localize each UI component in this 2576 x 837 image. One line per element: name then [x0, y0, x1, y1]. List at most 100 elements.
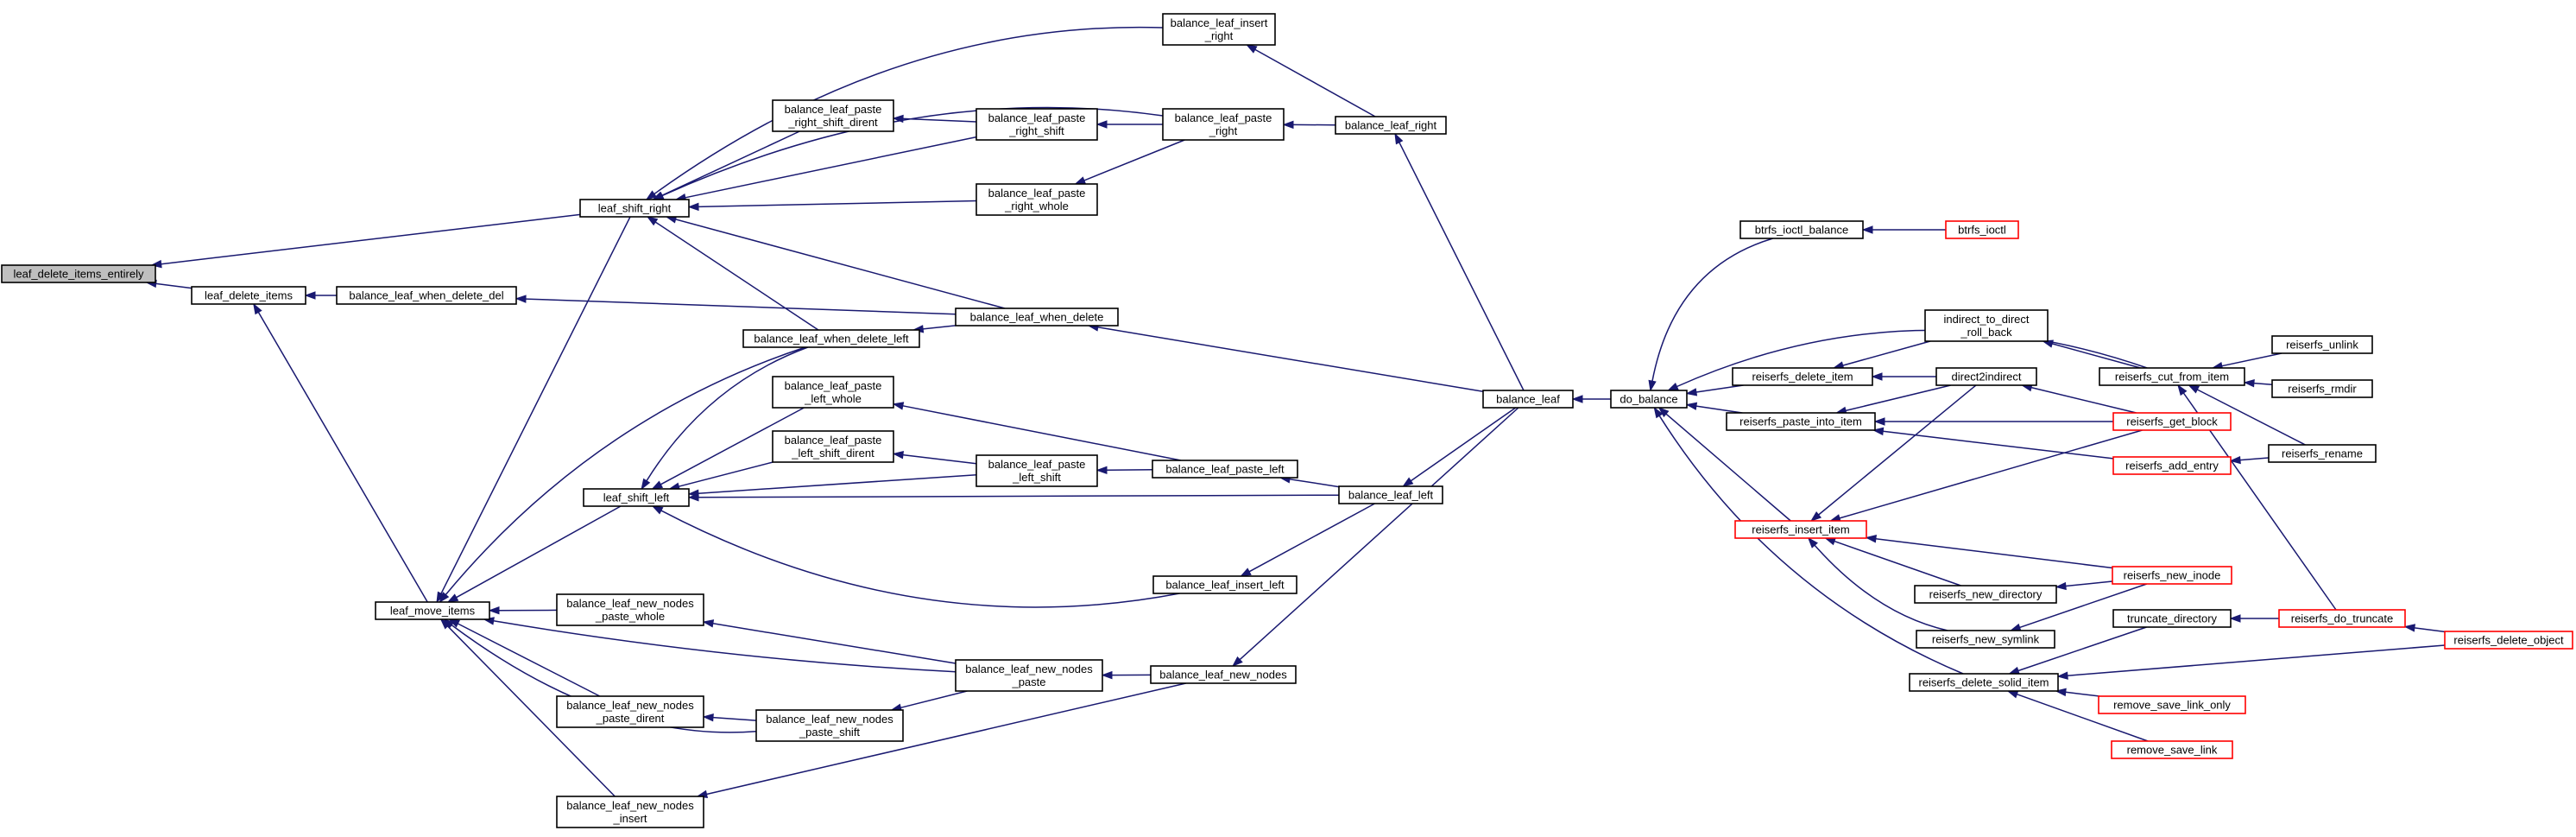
- node-label: _right: [1209, 124, 1238, 137]
- node-leaf-move-items[interactable]: leaf_move_items: [375, 601, 490, 620]
- call-edge-line: [698, 494, 1340, 498]
- arrowhead-icon: [2188, 384, 2200, 394]
- arrowhead-icon: [2229, 455, 2241, 465]
- node-balance-leaf-paste-left-shift-dirent[interactable]: balance_leaf_paste_left_shift_dirent: [772, 430, 894, 463]
- node-reiserfs-new-directory[interactable]: reiserfs_new_directory: [1914, 585, 2057, 604]
- node-label: reiserfs_add_entry: [2125, 460, 2219, 472]
- call-edge-reiserfs_do_truncate-to-truncate_directory: [2229, 614, 2279, 623]
- call-edge-balance_leaf_insert_right-to-leaf_shift_right: [645, 26, 1164, 200]
- node-box: [772, 430, 894, 463]
- node-balance-leaf-new-nodes-paste-dirent[interactable]: balance_leaf_new_nodes_paste_dirent: [556, 695, 704, 728]
- node-box: [2271, 379, 2373, 398]
- node-box: [1914, 585, 2057, 604]
- node-balance-leaf-paste-right-whole[interactable]: balance_leaf_paste_right_whole: [975, 183, 1098, 216]
- node-leaf-delete-items-entirely[interactable]: leaf_delete_items_entirely: [1, 264, 156, 283]
- arrowhead-icon: [253, 302, 262, 315]
- node-balance-leaf-new-nodes-insert[interactable]: balance_leaf_new_nodes_insert: [556, 796, 704, 828]
- arrowhead-icon: [702, 619, 715, 628]
- node-balance-leaf-left[interactable]: balance_leaf_left: [1338, 485, 1443, 504]
- node-reiserfs-insert-item[interactable]: reiserfs_insert_item: [1734, 520, 1867, 539]
- node-truncate-directory[interactable]: truncate_directory: [2112, 609, 2232, 628]
- arrowhead-icon: [1101, 670, 1113, 680]
- node-reiserfs-new-inode[interactable]: reiserfs_new_inode: [2112, 566, 2232, 585]
- arrowhead-icon: [892, 402, 905, 410]
- node-box: [1482, 390, 1574, 409]
- node-btrfs-ioctl-balance[interactable]: btrfs_ioctl_balance: [1739, 220, 1864, 239]
- call-edge-line: [2019, 583, 2148, 629]
- call-edge-reiserfs_get_block-to-reiserfs_paste_into_item: [1873, 417, 2113, 426]
- call-edge-do_balance-to-balance_leaf: [1571, 395, 1611, 403]
- arrowhead-icon: [1394, 132, 1404, 145]
- call-edge-line: [679, 461, 773, 487]
- call-edge-line: [706, 682, 1186, 796]
- node-box: [2268, 444, 2377, 463]
- arrowhead-icon: [1873, 417, 1885, 426]
- node-balance-leaf-paste-right-shift-dirent[interactable]: balance_leaf_paste_right_shift_dirent: [772, 99, 894, 132]
- node-remove-save-link-only[interactable]: remove_save_link_only: [2098, 695, 2246, 714]
- call-edge-reiserfs_get_block-to-direct2indirect: [2020, 384, 2137, 414]
- node-indirect-to-direct-roll-back[interactable]: indirect_to_direct_roll_back: [1924, 309, 2049, 342]
- call-edge-balance_leaf-to-balance_leaf_left: [1402, 407, 1517, 487]
- node-reiserfs-delete-solid-item[interactable]: reiserfs_delete_solid_item: [1909, 673, 2059, 692]
- node-balance-leaf-paste-right-shift[interactable]: balance_leaf_paste_right_shift: [975, 108, 1098, 141]
- call-edge-balance_leaf_new_nodes-to-balance_leaf_new_nodes_paste: [1101, 670, 1152, 680]
- call-edge-balance_leaf_new_nodes_paste-to-leaf_move_items: [483, 617, 957, 673]
- node-label: _insert: [612, 812, 647, 825]
- node-remove-save-link[interactable]: remove_save_link: [2111, 740, 2233, 759]
- node-reiserfs-add-entry[interactable]: reiserfs_add_entry: [2112, 456, 2232, 475]
- node-balance-leaf-paste-right[interactable]: balance_leaf_paste_right: [1162, 108, 1285, 141]
- node-balance-leaf-insert-left[interactable]: balance_leaf_insert_left: [1152, 575, 1297, 594]
- node-leaf-shift-left[interactable]: leaf_shift_left: [583, 488, 690, 507]
- node-reiserfs-rename[interactable]: reiserfs_rename: [2268, 444, 2377, 463]
- node-balance-leaf-insert-right[interactable]: balance_leaf_insert_right: [1162, 13, 1276, 46]
- call-edge-btrfs_ioctl-to-btrfs_ioctl_balance: [1861, 225, 1946, 234]
- node-leaf-shift-right[interactable]: leaf_shift_right: [579, 199, 690, 218]
- node-box: [955, 308, 1119, 327]
- node-balance-leaf-new-nodes-paste-shift[interactable]: balance_leaf_new_nodes_paste_shift: [755, 709, 904, 742]
- node-balance-leaf-paste-left[interactable]: balance_leaf_paste_left: [1152, 460, 1298, 479]
- node-reiserfs-do-truncate[interactable]: reiserfs_do_truncate: [2278, 609, 2406, 628]
- node-do-balance[interactable]: do_balance: [1610, 390, 1688, 409]
- node-label: _right: [1204, 29, 1234, 42]
- arrowhead-icon: [1865, 535, 1877, 543]
- node-leaf-delete-items[interactable]: leaf_delete_items: [191, 286, 306, 305]
- node-reiserfs-new-symlink[interactable]: reiserfs_new_symlink: [1916, 630, 2055, 649]
- node-balance-leaf-new-nodes[interactable]: balance_leaf_new_nodes: [1150, 665, 1297, 684]
- node-balance-leaf-paste-left-whole[interactable]: balance_leaf_paste_left_whole: [772, 376, 894, 409]
- node-balance-leaf-when-delete-del[interactable]: balance_leaf_when_delete_del: [336, 286, 517, 305]
- node-reiserfs-delete-item[interactable]: reiserfs_delete_item: [1732, 367, 1873, 386]
- node-balance-leaf-when-delete-left[interactable]: balance_leaf_when_delete_left: [742, 329, 920, 348]
- node-box: [2278, 609, 2406, 628]
- node-balance-leaf[interactable]: balance_leaf: [1482, 390, 1574, 409]
- node-balance-leaf-right[interactable]: balance_leaf_right: [1335, 116, 1447, 135]
- node-box: [1734, 520, 1867, 539]
- call-edge-balance_leaf_paste_right-to-balance_leaf_paste_right_whole: [1074, 139, 1185, 185]
- node-box: [975, 183, 1098, 216]
- call-edge-line: [712, 623, 957, 664]
- node-label: balance_leaf: [1496, 393, 1560, 406]
- call-edge-line: [646, 346, 809, 482]
- node-balance-leaf-when-delete[interactable]: balance_leaf_when_delete: [955, 308, 1119, 327]
- call-edge-line: [902, 453, 977, 465]
- call-edge-line: [1839, 429, 2143, 519]
- call-edge-balance_leaf_new_nodes_paste_shift-to-balance_leaf_new_nodes_paste_dirent: [702, 713, 757, 722]
- arrowhead-icon: [1653, 406, 1664, 419]
- node-reiserfs-cut-from-item[interactable]: reiserfs_cut_from_item: [2099, 367, 2245, 386]
- node-reiserfs-delete-object[interactable]: reiserfs_delete_object: [2444, 631, 2573, 650]
- node-label: reiserfs_unlink: [2286, 339, 2358, 352]
- call-edge-line: [1239, 407, 1519, 661]
- node-balance-leaf-new-nodes-paste[interactable]: balance_leaf_new_nodes_paste: [955, 659, 1103, 692]
- call-edge-line: [1883, 430, 2114, 460]
- node-balance-leaf-paste-left-shift[interactable]: balance_leaf_paste_left_shift: [975, 454, 1098, 487]
- node-reiserfs-rmdir[interactable]: reiserfs_rmdir: [2271, 379, 2373, 398]
- node-reiserfs-paste-into-item[interactable]: reiserfs_paste_into_item: [1726, 412, 1876, 431]
- node-balance-leaf-new-nodes-paste-whole[interactable]: balance_leaf_new_nodes_paste_whole: [556, 593, 704, 626]
- node-label: reiserfs_delete_item: [1752, 371, 1853, 384]
- node-btrfs-ioctl[interactable]: btrfs_ioctl: [1945, 220, 2019, 239]
- arrowhead-icon: [702, 713, 714, 722]
- node-direct2indirect[interactable]: direct2indirect: [1935, 367, 2037, 386]
- node-reiserfs-get-block[interactable]: reiserfs_get_block: [2112, 412, 2232, 431]
- node-label: leaf_shift_right: [598, 202, 672, 215]
- node-reiserfs-unlink[interactable]: reiserfs_unlink: [2271, 335, 2373, 354]
- call-edge-line: [2065, 691, 2100, 697]
